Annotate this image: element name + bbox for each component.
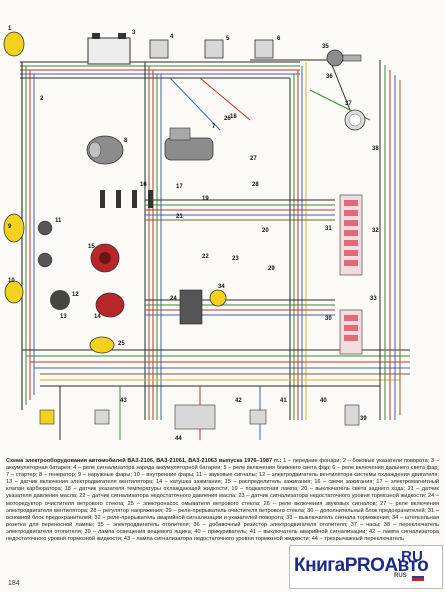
component-number-20: 20 [262, 228, 269, 234]
component-number-29: 29 [268, 266, 275, 272]
component-number-8: 8 [124, 138, 128, 144]
component-number-38: 38 [372, 146, 379, 152]
battery [87, 33, 131, 65]
instrument-connectors [39, 404, 360, 426]
component-number-23: 23 [232, 256, 239, 262]
lamp-socket [209, 289, 227, 307]
combination-switch [174, 404, 216, 430]
component-number-15: 15 [88, 244, 95, 250]
component-number-32: 32 [372, 228, 379, 234]
component-number-42: 42 [235, 398, 242, 404]
component-number-3: 3 [132, 30, 136, 36]
wire-harness [20, 59, 410, 440]
component-number-25: 25 [118, 341, 125, 347]
component-number-35: 35 [322, 44, 329, 50]
component-number-43: 43 [120, 398, 127, 404]
component-number-5: 5 [226, 36, 230, 42]
spark-plugs [100, 190, 153, 208]
component-number-44: 44 [175, 436, 182, 442]
component-number-41: 41 [280, 398, 287, 404]
clock [344, 109, 366, 131]
caption-body: 1 – передние фонари; 2 – боковые указате… [6, 458, 439, 543]
component-number-34: 34 [218, 284, 225, 290]
wiper-motor [179, 289, 203, 325]
main-fuse-block [339, 194, 363, 276]
component-number-6: 6 [277, 36, 281, 42]
component-number-1: 1 [8, 26, 12, 32]
extra-fuse-block [339, 309, 363, 355]
component-number-18: 18 [230, 114, 237, 120]
generator [86, 135, 124, 165]
component-number-31: 31 [325, 226, 332, 232]
logo-text: КнигаPROАвто [294, 555, 429, 576]
fan-motor [50, 290, 70, 310]
component-number-24: 24 [170, 296, 177, 302]
component-number-26: 26 [224, 116, 231, 122]
flag-stripe [412, 575, 424, 579]
relay-6 [254, 39, 274, 59]
component-number-16: 16 [140, 182, 147, 188]
component-number-40: 40 [320, 398, 327, 404]
component-number-4: 4 [170, 34, 174, 40]
horns [37, 220, 53, 268]
component-number-30: 30 [325, 316, 332, 322]
ignition-coil [95, 292, 125, 318]
component-number-36: 36 [326, 74, 333, 80]
logo-domain: .RU [397, 548, 423, 565]
figure-caption: Схема электрооборудования автомобилей ВА… [6, 458, 439, 543]
caption-title: Схема электрооборудования автомобилей ВА… [6, 458, 282, 464]
headlamps [3, 31, 25, 304]
component-number-9: 9 [8, 224, 12, 230]
relay-5 [204, 39, 224, 59]
starter [164, 127, 214, 161]
wiring-diagram: 1234567891011121314151617181920212223242… [3, 26, 410, 442]
component-number-7: 7 [212, 124, 216, 130]
page-number: 184 [8, 580, 20, 587]
relay-4 [149, 39, 169, 59]
component-number-17: 17 [176, 184, 183, 190]
flag-icon [412, 573, 424, 581]
flag-stripe [412, 573, 424, 576]
component-number-21: 21 [176, 214, 183, 220]
component-number-19: 19 [202, 196, 209, 202]
publisher-logo: КнигаPROАвто .RU RUS [289, 545, 443, 589]
component-number-37: 37 [345, 101, 352, 107]
washer-pump [89, 336, 115, 354]
component-number-2: 2 [40, 96, 44, 102]
component-number-27: 27 [250, 156, 257, 162]
component-number-13: 13 [60, 314, 67, 320]
heater-motor [326, 49, 362, 67]
component-number-14: 14 [94, 314, 101, 320]
component-number-11: 11 [55, 218, 62, 224]
distributor [90, 243, 120, 273]
flag-stripe [412, 578, 424, 581]
component-number-28: 28 [252, 182, 259, 188]
component-number-22: 22 [202, 254, 209, 260]
component-number-33: 33 [370, 296, 377, 302]
component-number-12: 12 [72, 292, 79, 298]
logo-region: RUS [394, 573, 407, 579]
component-number-39: 39 [360, 416, 367, 422]
component-number-10: 10 [8, 278, 15, 284]
